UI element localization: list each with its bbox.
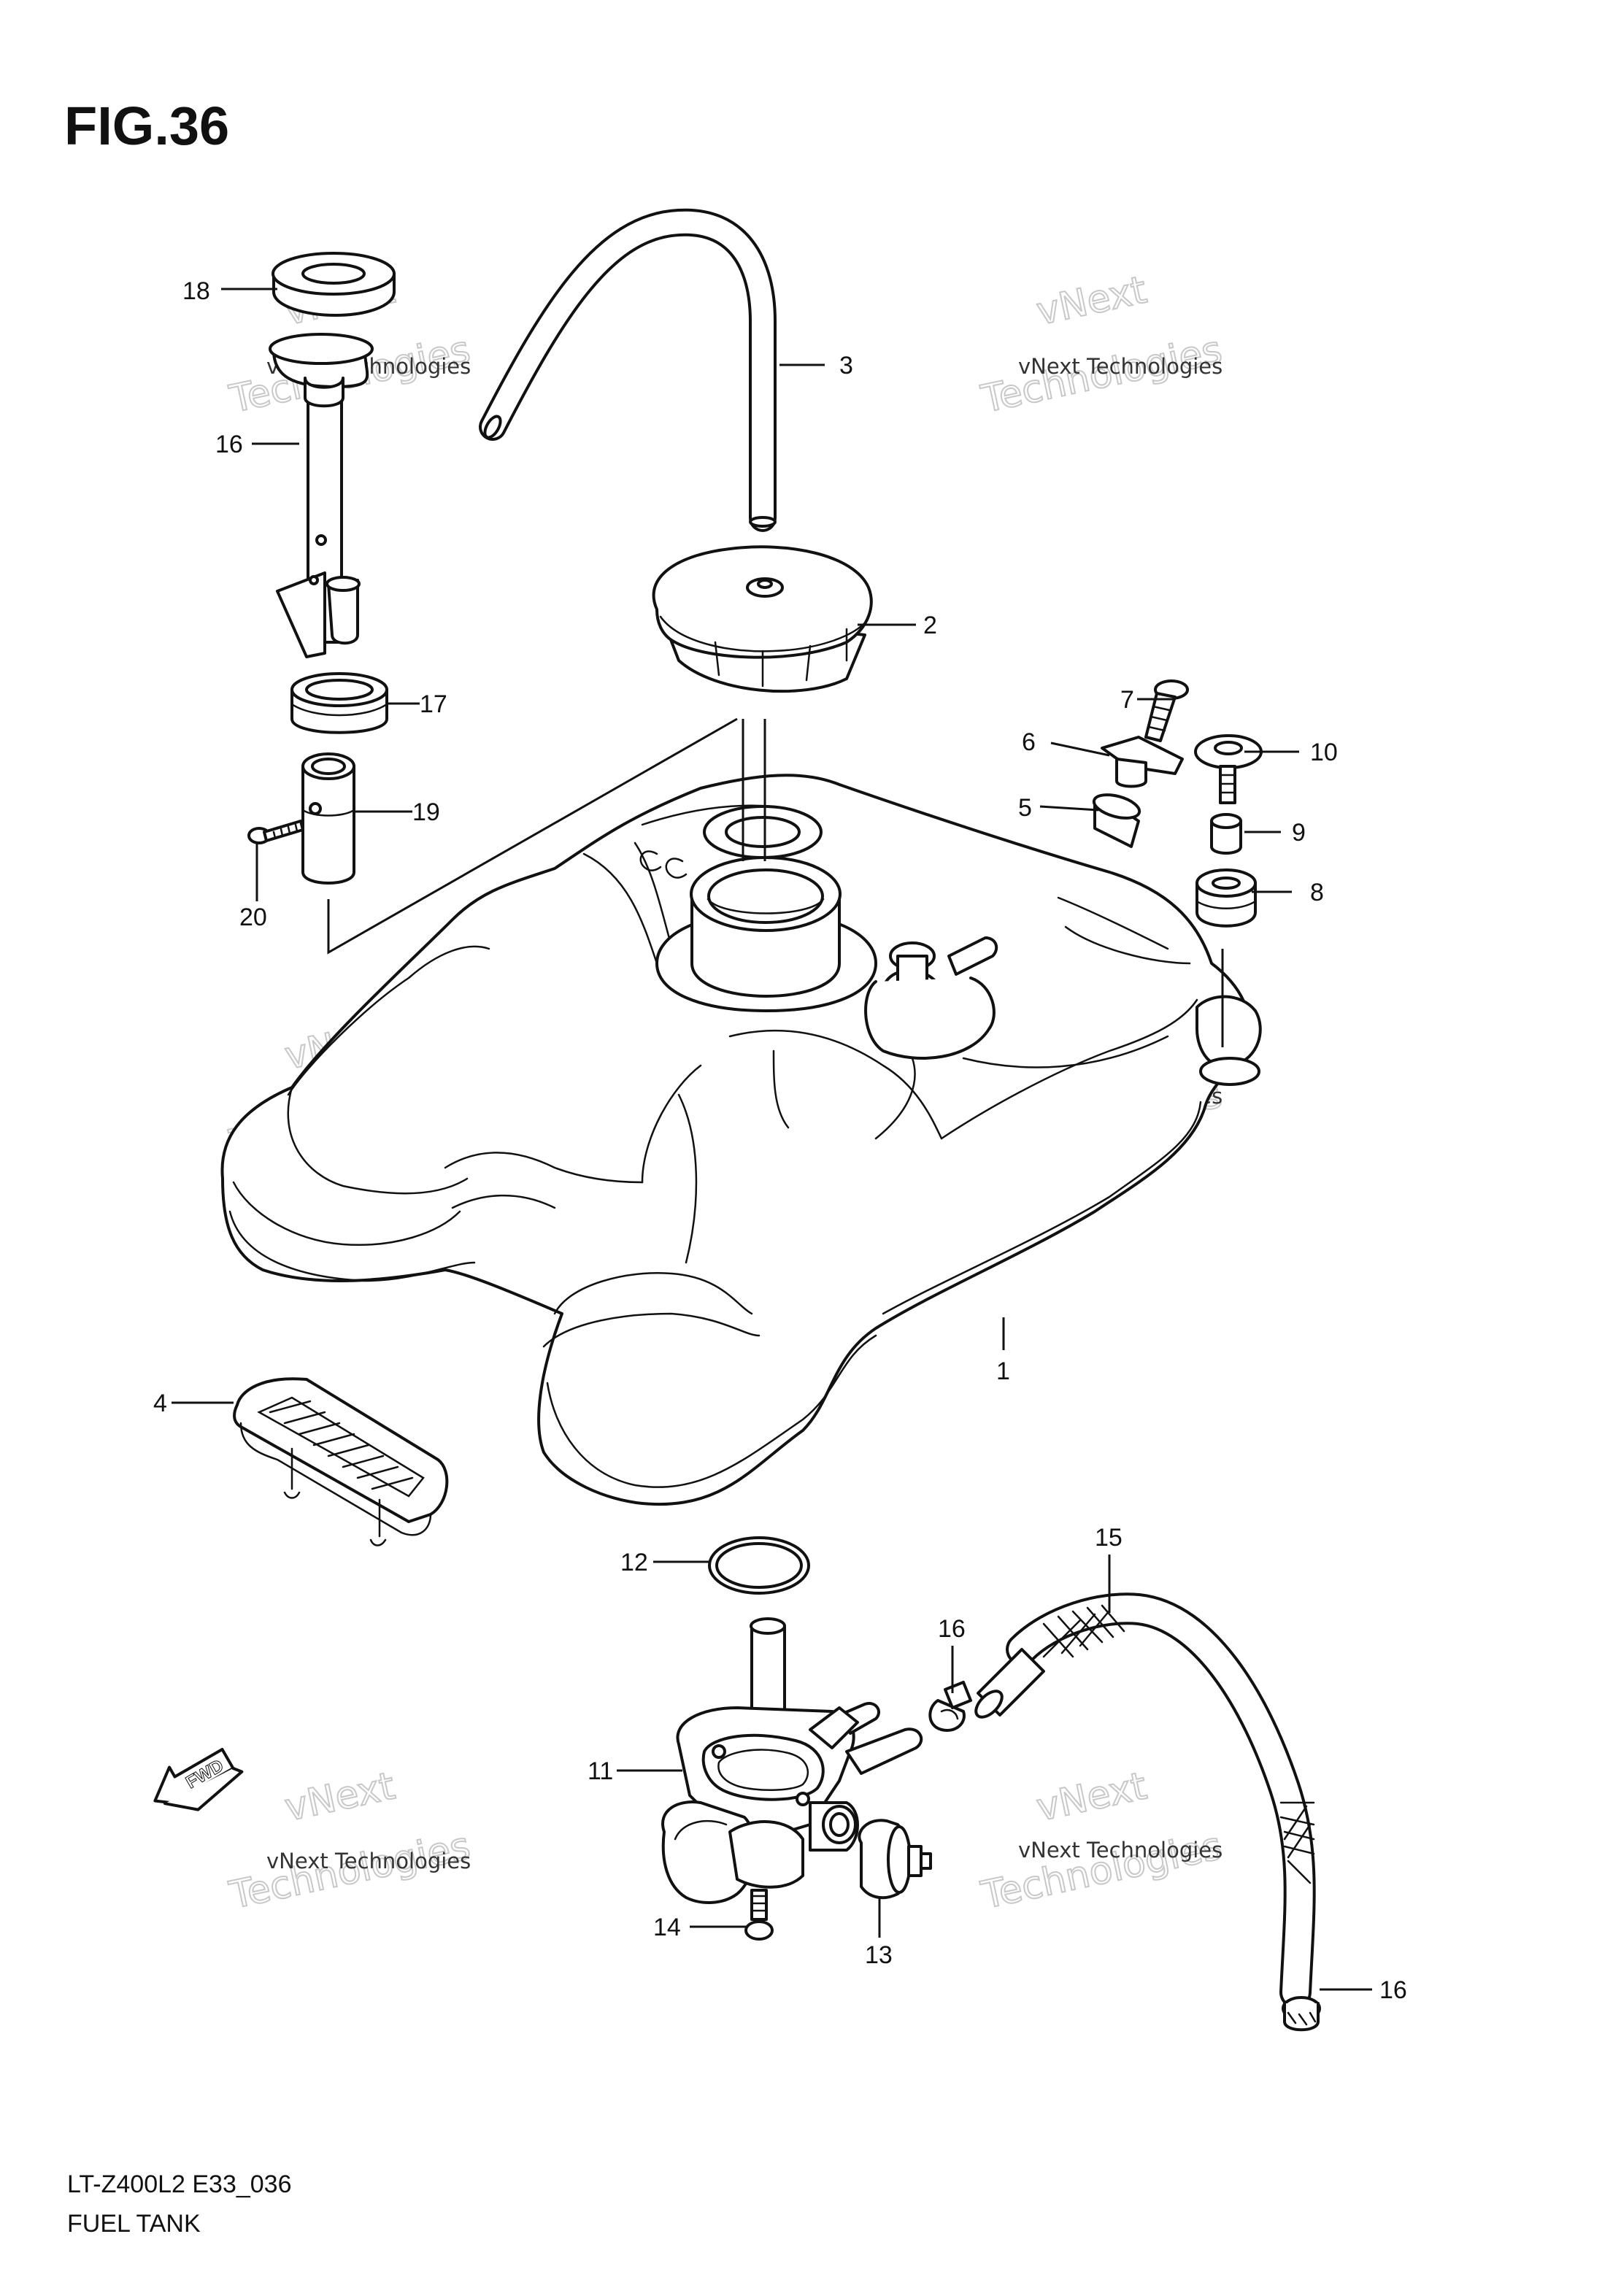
callout-6: 6 xyxy=(1022,728,1036,756)
watermark-bottom-right: vNext Technologies vNext Technologies xyxy=(977,1763,1226,1918)
part-8-cushion xyxy=(1195,868,1257,928)
part-11-fuel-valve xyxy=(661,1617,923,1904)
callout-3: 3 xyxy=(839,352,853,380)
part-14-screw xyxy=(744,1889,774,1941)
callout-17: 16 xyxy=(215,431,243,458)
callout-5: 5 xyxy=(1018,794,1032,822)
svg-text:vNext Technologies: vNext Technologies xyxy=(1018,354,1223,379)
model-code: LT-Z400L2 E33_036 xyxy=(67,2170,292,2198)
part-20-collar xyxy=(301,752,355,885)
callout-14: 14 xyxy=(653,1914,681,1941)
figure-caption: FUEL TANK xyxy=(67,2210,201,2238)
part-16-clamp-upper xyxy=(928,1681,972,1732)
callout-9: 9 xyxy=(1292,819,1306,847)
callouts: 18 16 3 2 17 19 20 7 6 5 10 9 8 1 4 12 1… xyxy=(153,277,1407,2004)
part-12-o-ring xyxy=(708,1536,810,1595)
part-16-clamp-lower xyxy=(1282,1996,1321,2032)
part-10-bolt xyxy=(1194,734,1263,804)
part-21-screw xyxy=(247,820,304,844)
part-13-plug xyxy=(858,1819,932,1900)
part-19-grommet xyxy=(272,252,396,317)
callout-21: 20 xyxy=(239,904,267,931)
watermark-bottom-left: vNext Technologies vNext Technologies xyxy=(225,1763,474,1918)
part-15-fuel-hose xyxy=(974,1592,1316,2008)
callout-16-lower: 16 xyxy=(1379,1976,1407,2004)
part-6-washer xyxy=(1101,736,1184,788)
callout-4: 4 xyxy=(153,1390,167,1417)
part-7-bolt xyxy=(1144,679,1189,742)
leader-lines xyxy=(172,288,1372,1991)
callout-18: 17 xyxy=(420,690,447,718)
callout-12: 12 xyxy=(620,1549,648,1576)
part-2-fuel-cap xyxy=(652,545,873,693)
callout-10: 10 xyxy=(1310,739,1338,766)
fwd-arrow-icon: FWD xyxy=(153,1748,244,1811)
callout-11: 11 xyxy=(588,1757,613,1785)
callout-8: 8 xyxy=(1310,879,1324,906)
figure-title: FIG.36 xyxy=(64,96,229,156)
part-9-collar xyxy=(1210,813,1242,855)
svg-text:vNext: vNext xyxy=(1033,1764,1150,1830)
svg-text:vNext Technologies: vNext Technologies xyxy=(1018,1838,1223,1862)
callout-1: 1 xyxy=(996,1357,1010,1385)
assembly-guide-lines xyxy=(327,717,1224,1047)
callout-7: 7 xyxy=(1120,686,1134,714)
part-18-o-ring xyxy=(290,672,388,734)
svg-text:vNext: vNext xyxy=(1033,268,1150,334)
part-1-fuel-tank xyxy=(220,774,1262,1506)
callout-20: 19 xyxy=(412,798,440,826)
callout-16-upper: 16 xyxy=(938,1615,966,1643)
callout-19: 18 xyxy=(182,277,210,305)
svg-text:vNext Technologies: vNext Technologies xyxy=(266,1849,471,1873)
callout-15: 15 xyxy=(1095,1524,1123,1552)
callout-13: 13 xyxy=(865,1941,893,1969)
part-4-cushion-pad xyxy=(233,1377,449,1546)
part-3-breather-hose xyxy=(479,208,777,532)
part-5-collar xyxy=(1092,793,1141,848)
svg-text:vNext: vNext xyxy=(281,1764,398,1830)
watermark-top-right: vNext Technologies vNext Technologies xyxy=(977,267,1226,422)
callout-2: 2 xyxy=(923,612,937,639)
part-17-fuel-level-sender xyxy=(269,333,374,658)
